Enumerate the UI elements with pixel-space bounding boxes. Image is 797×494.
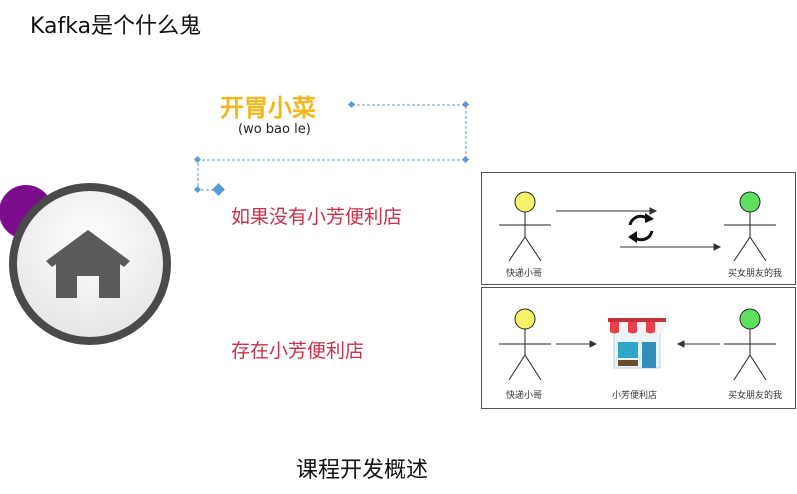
- brand-title: 开胃小菜: [220, 94, 316, 122]
- label-without-store: 如果没有小芳便利店: [231, 206, 403, 228]
- store-caption: 小芳便利店: [612, 391, 658, 401]
- stick-figure-icon: [724, 191, 776, 262]
- courier-caption: 快递小哥: [506, 391, 543, 401]
- buyer-caption: 买女朋友的我: [728, 269, 783, 279]
- brand-subtitle: (wo bao le): [238, 122, 311, 137]
- stick-figure-icon: [724, 308, 776, 381]
- courier-caption: 快递小哥: [506, 269, 543, 279]
- buyer-caption: 买女朋友的我: [728, 391, 783, 401]
- panel-direct-delivery: 快递小哥 买女朋友的我: [481, 172, 796, 285]
- home-icon: [46, 230, 130, 298]
- home-badge[interactable]: [0, 175, 200, 375]
- footer-caption: 课程开发概述: [296, 458, 429, 483]
- arrow-to-buyer: [556, 207, 658, 215]
- panel-store-delivery: 快递小哥 小芳便利店 买女朋友的我: [481, 287, 796, 409]
- label-with-store: 存在小芳便利店: [231, 340, 365, 362]
- stick-figure-icon: [499, 191, 551, 262]
- arrow-to-courier: [620, 243, 722, 251]
- arrow-from-buyer: [676, 340, 720, 348]
- arrow-to-store: [556, 340, 598, 348]
- page-title: Kafka是个什么鬼: [30, 14, 202, 39]
- store-icon: [608, 318, 666, 369]
- stick-figure-icon: [499, 308, 551, 381]
